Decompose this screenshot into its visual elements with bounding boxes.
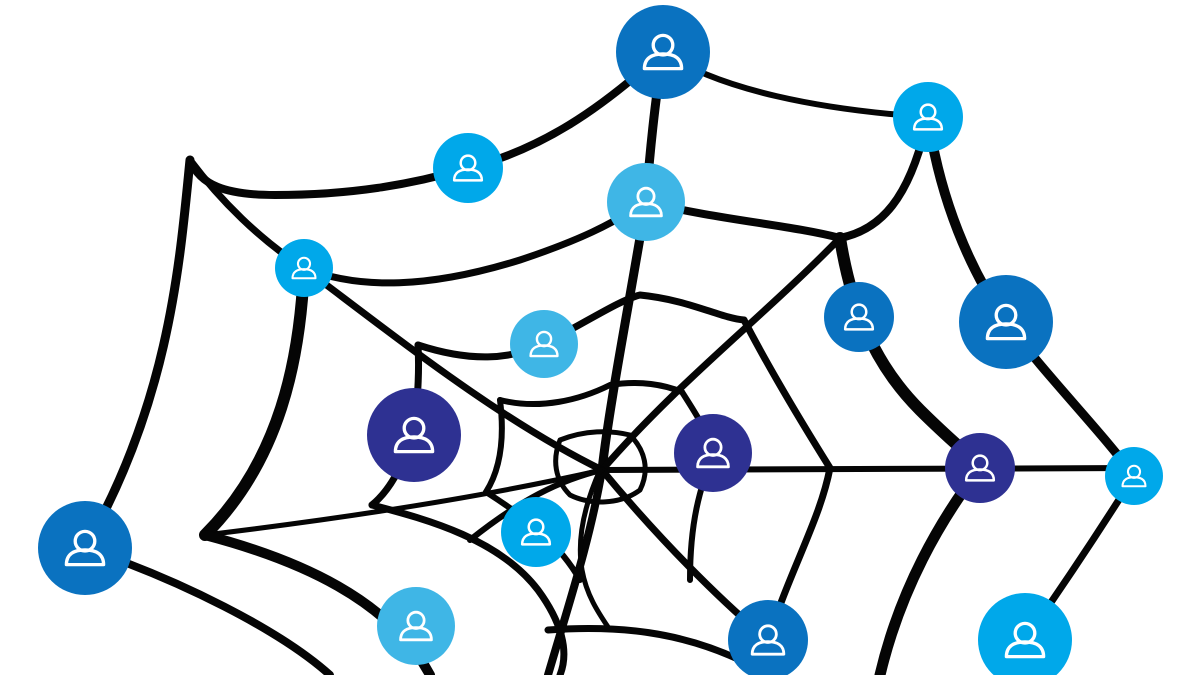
node-circle — [433, 133, 503, 203]
network-node — [275, 239, 333, 297]
web-spiral-strand — [414, 291, 748, 361]
network-node — [959, 275, 1053, 369]
network-node — [945, 433, 1015, 503]
web-spiral-strand — [740, 316, 834, 644]
network-node — [824, 282, 894, 352]
node-circle — [978, 593, 1072, 675]
network-node — [728, 600, 808, 675]
web-spiral-strand — [553, 429, 648, 505]
node-circle — [1105, 447, 1163, 505]
web-spiral-strand — [577, 467, 613, 633]
node-circle — [367, 388, 461, 482]
node-circle — [945, 433, 1015, 503]
network-node — [978, 593, 1072, 675]
node-circle — [893, 82, 963, 152]
network-node — [616, 5, 710, 99]
network-node — [1105, 447, 1163, 505]
web-spiral-strand — [834, 232, 986, 474]
node-circle — [824, 282, 894, 352]
node-circle — [728, 600, 808, 675]
node-circle — [275, 239, 333, 297]
web-strands — [80, 47, 1139, 675]
network-node — [377, 587, 455, 665]
web-frame-strand — [80, 155, 195, 553]
node-circle — [377, 587, 455, 665]
network-node — [367, 388, 461, 482]
web-spiral-strand — [497, 380, 685, 408]
network-node — [893, 82, 963, 152]
web-spiral-strand — [199, 262, 310, 541]
network-node — [501, 497, 571, 567]
web-frame-strand — [186, 156, 472, 199]
node-circle — [607, 163, 685, 241]
node-circle — [616, 5, 710, 99]
node-circle — [959, 275, 1053, 369]
network-node — [38, 501, 132, 595]
web-radial-strand — [202, 467, 605, 538]
node-circle — [674, 414, 752, 492]
node-circle — [38, 501, 132, 595]
web-radial-strand — [544, 466, 606, 675]
node-circle — [501, 497, 571, 567]
web-spiral-strand — [483, 397, 505, 495]
web-radial-strand — [599, 465, 1137, 473]
node-circle — [510, 310, 578, 378]
network-node — [607, 163, 685, 241]
web-spiral-strand — [368, 501, 568, 675]
web-spiral-strand — [642, 113, 932, 242]
network-node — [433, 133, 503, 203]
network-nodes — [38, 5, 1163, 675]
network-node — [674, 414, 752, 492]
web-spiral-strand — [544, 625, 744, 664]
network-node — [510, 310, 578, 378]
web-spiral-strand — [300, 198, 650, 287]
web-radial-strand — [300, 264, 606, 474]
web-radial-strand — [467, 467, 605, 543]
